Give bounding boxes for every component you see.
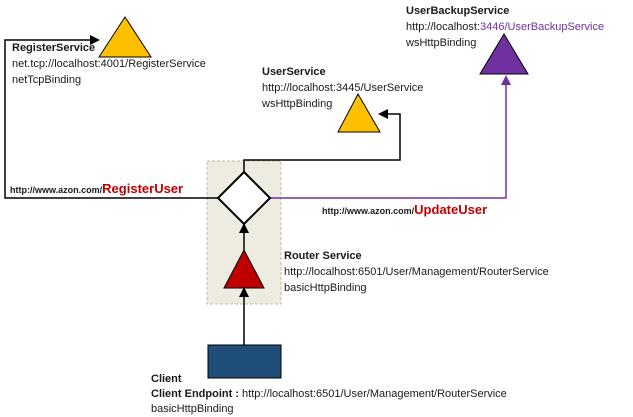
register-service-triangle bbox=[98, 16, 152, 58]
route-register-action: RegisterUser bbox=[102, 181, 184, 196]
register-service-address: net.tcp://localhost:4001/RegisterService bbox=[12, 58, 206, 70]
user-service-binding: wsHttpBinding bbox=[262, 98, 333, 110]
user-backup-service-binding: wsHttpBinding bbox=[406, 37, 477, 49]
route-register-prefix: http://www.azon.com/ bbox=[10, 185, 103, 195]
user-backup-service-triangle bbox=[479, 33, 529, 75]
route-update-prefix: http://www.azon.com/ bbox=[322, 206, 415, 216]
route-update-action: UpdateUser bbox=[414, 202, 488, 217]
router-service-title: Router Service bbox=[284, 250, 362, 262]
user-backup-service-address: http://localhost:3446/UserBackupService bbox=[406, 20, 604, 35]
route-update-label: http://www.azon.com/UpdateUser bbox=[322, 202, 487, 219]
client-title: Client bbox=[151, 373, 182, 385]
router-service-binding: basicHttpBinding bbox=[284, 282, 367, 294]
connector-register bbox=[4, 35, 219, 199]
user-backup-service-title: UserBackupService bbox=[406, 5, 510, 17]
user-backup-service-address-prefix: http://localhost: bbox=[406, 21, 480, 33]
user-service-address: http://localhost:3445/UserService bbox=[262, 82, 424, 94]
router-service-triangle bbox=[223, 248, 265, 289]
client-endpoint-label: Client Endpoint : bbox=[151, 388, 239, 400]
router-filter-diamond bbox=[216, 170, 272, 226]
client-endpoint: Client Endpoint : http://localhost:6501/… bbox=[151, 387, 507, 402]
user-backup-service-address-highlight: 3446/UserBackupService bbox=[480, 21, 605, 33]
route-register-label: http://www.azon.com/RegisterUser bbox=[10, 181, 183, 198]
connector-userbackup bbox=[269, 75, 511, 199]
user-service-triangle bbox=[337, 92, 381, 133]
connector-userservice bbox=[243, 109, 401, 173]
client-binding: basicHttpBinding bbox=[151, 403, 234, 415]
user-service-title: UserService bbox=[262, 66, 326, 78]
register-service-binding: netTcpBinding bbox=[12, 74, 82, 86]
client-box bbox=[207, 344, 282, 379]
client-endpoint-address: http://localhost:6501/User/Management/Ro… bbox=[242, 388, 507, 400]
router-service-address: http://localhost:6501/User/Management/Ro… bbox=[284, 266, 549, 278]
register-service-title: RegisterService bbox=[12, 42, 96, 54]
